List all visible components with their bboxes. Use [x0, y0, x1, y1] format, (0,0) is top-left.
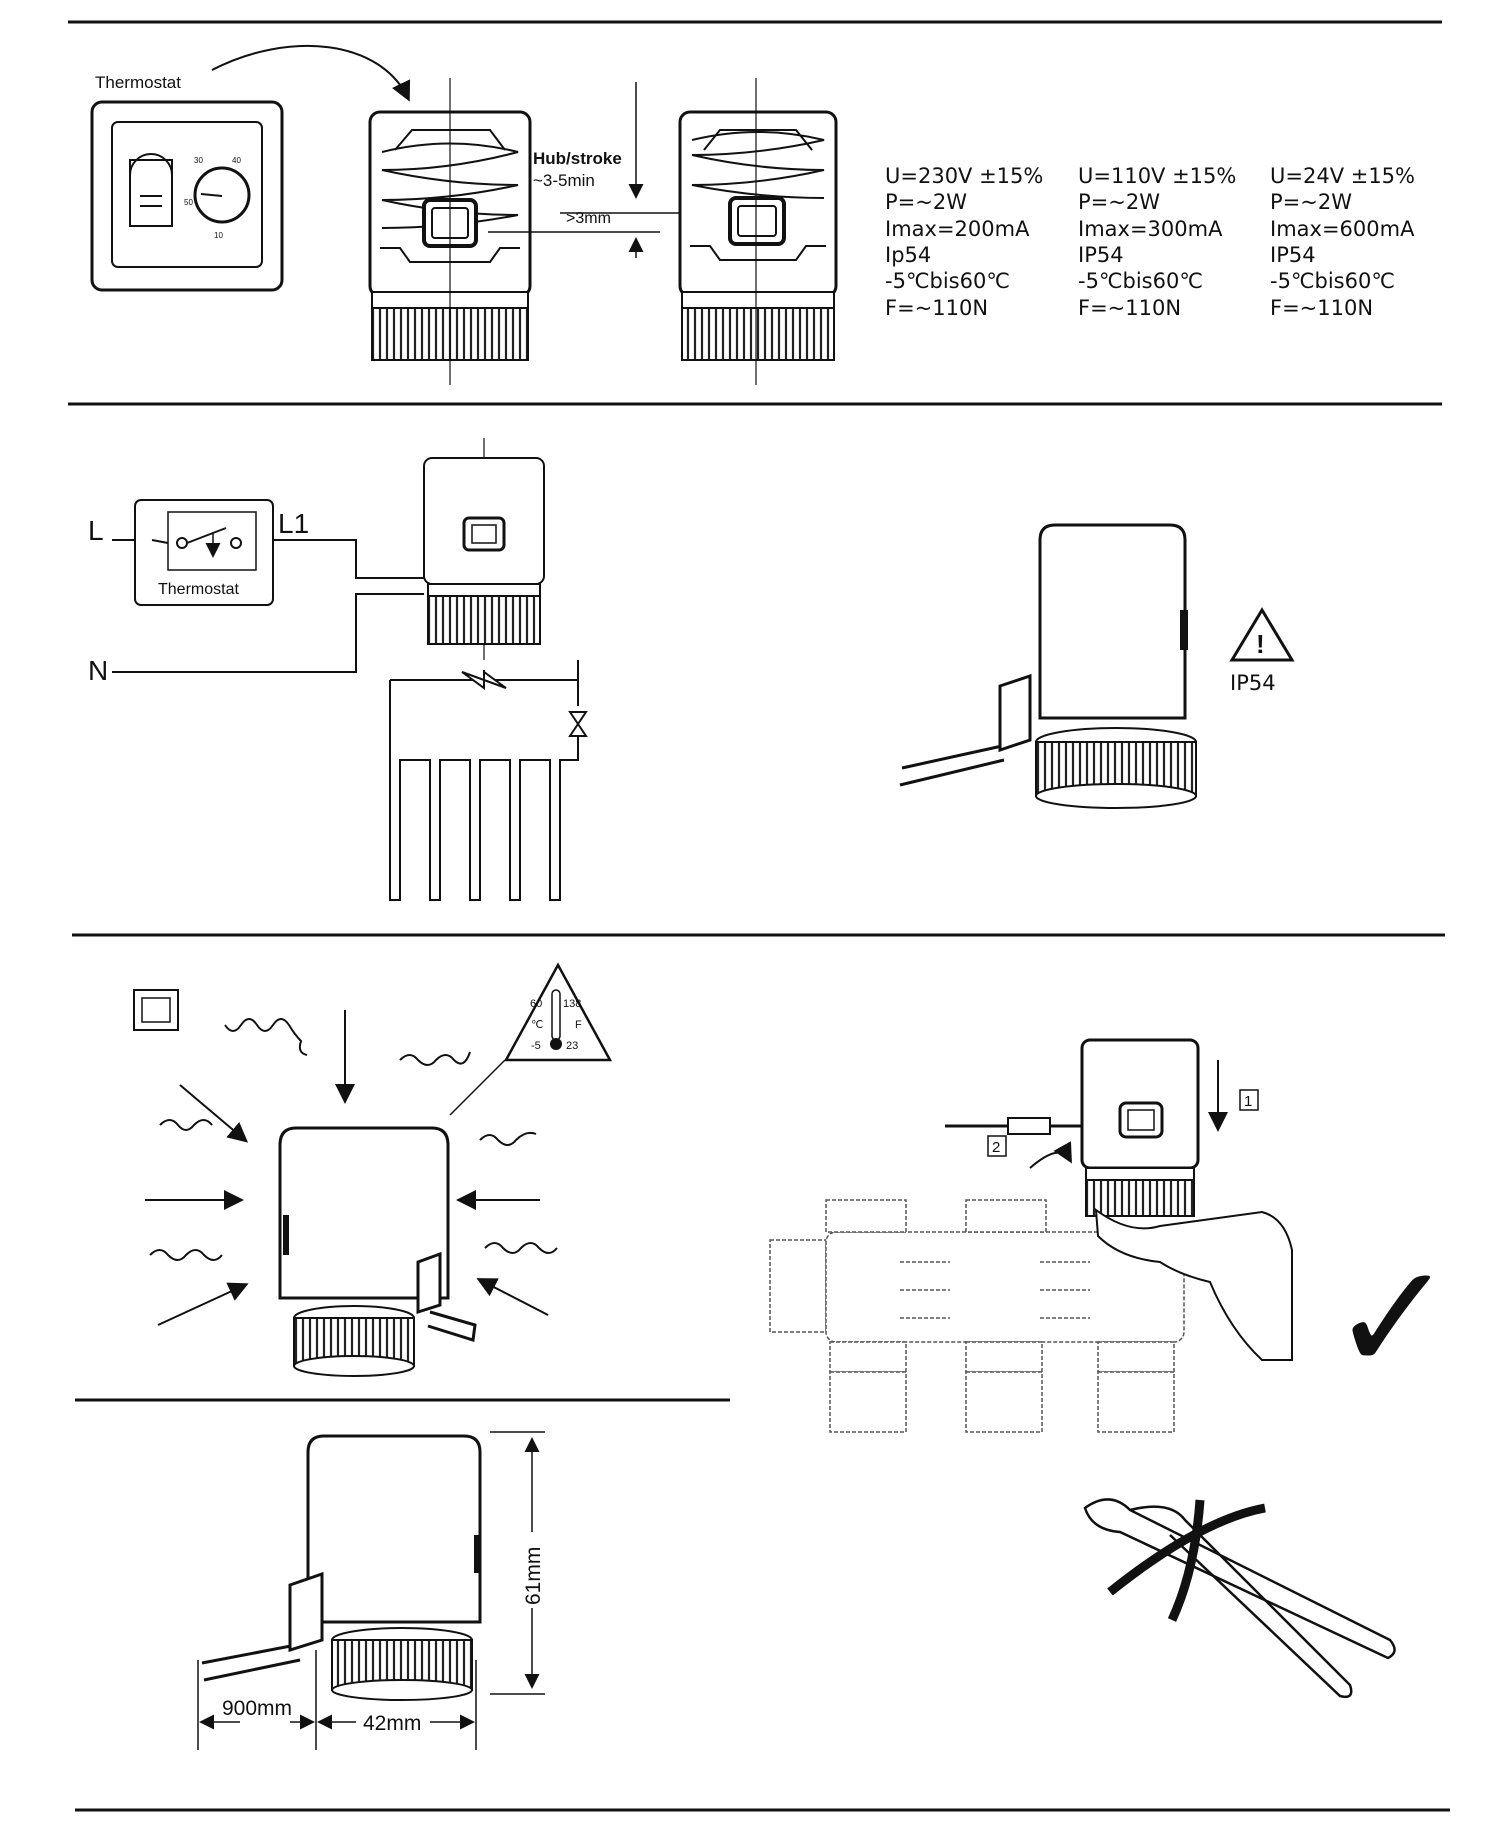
actuator-ip54 — [899, 523, 1197, 809]
temp-unit-c: ℃ — [531, 1019, 543, 1031]
spec-column-24v: U=24V ±15% P=~2W Imax=600mA IP54 -5℃bis6… — [1270, 164, 1415, 320]
spec-ip: Ip54 — [885, 243, 931, 267]
spec-force: F=~110N — [1078, 296, 1181, 320]
wiring-thermostat-label: Thermostat — [158, 581, 239, 598]
width-dimension: 42mm — [363, 1712, 421, 1735]
section-4: 61mm 900mm 42mm — [197, 1431, 545, 1750]
spec-power: P=~2W — [1078, 190, 1160, 214]
section-dividers — [68, 20, 1450, 1812]
spec-voltage: U=230V ±15% — [885, 164, 1043, 188]
spec-imax: Imax=200mA — [885, 217, 1030, 241]
step-1-badge — [1239, 1089, 1259, 1111]
spec-temp: -5℃bis60℃ — [885, 269, 1010, 293]
spec-imax: Imax=600mA — [1270, 217, 1415, 241]
temp-unit-f: F — [575, 1019, 582, 1031]
dimension-drawing: 61mm 900mm 42mm — [197, 1431, 545, 1750]
section-1: Thermostat 30 40 50 10 — [90, 44, 1415, 385]
step-1-label: 1 — [1244, 1093, 1252, 1110]
stroke-label: Hub/stroke — [533, 149, 622, 168]
line-n-label: N — [88, 655, 108, 686]
section-3: 60 138 ℃ F -5 23 — [133, 962, 1456, 1699]
room-thermostat: Thermostat 30 40 50 10 — [90, 44, 411, 292]
mounting-diagram: 1 2 ✓ — [769, 1038, 1456, 1433]
gap-label: >3mm — [566, 210, 611, 227]
height-dimension: 61mm — [522, 1547, 545, 1605]
warning-ip54: ! IP54 — [1229, 607, 1295, 695]
indoor-icon — [133, 989, 179, 1031]
dial-mark-10: 10 — [214, 231, 223, 240]
stroke-time-label: ~3-5min — [533, 171, 595, 190]
spec-ip: IP54 — [1078, 243, 1124, 267]
warning-icon — [1229, 607, 1295, 662]
step-2-label: 2 — [992, 1139, 1000, 1156]
spec-column-230v: U=230V ±15% P=~2W Imax=200mA Ip54 -5℃bis… — [885, 164, 1043, 320]
actuator-cutaway-closed — [678, 78, 838, 385]
thermostat-label-top: Thermostat — [95, 73, 181, 92]
thermometer-icon — [551, 989, 561, 1041]
dial-mark-30: 30 — [194, 156, 203, 165]
wiring-diagram: L L1 N Thermostat — [88, 438, 588, 901]
temp-top-right: 138 — [563, 998, 581, 1010]
actuator-cutaway-open — [368, 78, 532, 385]
spec-column-110v: U=110V ±15% P=~2W Imax=300mA IP54 -5℃bis… — [1078, 164, 1236, 320]
pliers-icon — [1083, 1498, 1396, 1660]
spec-force: F=~110N — [885, 296, 988, 320]
spec-imax: Imax=300mA — [1078, 217, 1223, 241]
cable-length-dimension: 900mm — [222, 1697, 292, 1720]
ip-rating-label: IP54 — [1230, 671, 1276, 695]
warning-symbol: ! — [1256, 629, 1265, 659]
environment-diagram: 60 138 ℃ F -5 23 — [133, 962, 613, 1377]
line-l1-label: L1 — [278, 508, 309, 539]
step-2-badge — [987, 1135, 1007, 1157]
spec-temp: -5℃bis60℃ — [1270, 269, 1395, 293]
spec-voltage: U=24V ±15% — [1270, 164, 1415, 188]
spec-force: F=~110N — [1270, 296, 1373, 320]
temp-top-left: 60 — [530, 998, 542, 1010]
dial-mark-40: 40 — [232, 156, 241, 165]
spec-ip: IP54 — [1270, 243, 1316, 267]
spec-temp: -5℃bis60℃ — [1078, 269, 1203, 293]
spec-voltage: U=110V ±15% — [1078, 164, 1236, 188]
stroke-annotation: Hub/stroke ~3-5min >3mm — [488, 82, 710, 258]
correct-check-mark: ✓ — [1330, 1234, 1456, 1402]
spec-power: P=~2W — [885, 190, 967, 214]
line-l-label: L — [88, 515, 104, 546]
temp-bottom-right: 23 — [566, 1040, 578, 1052]
section-2: L L1 N Thermostat — [88, 438, 1295, 901]
temp-bottom-left: -5 — [531, 1040, 541, 1052]
spec-power: P=~2W — [1270, 190, 1352, 214]
dial-mark-50: 50 — [184, 198, 193, 207]
no-pliers-warning — [1083, 1498, 1396, 1699]
